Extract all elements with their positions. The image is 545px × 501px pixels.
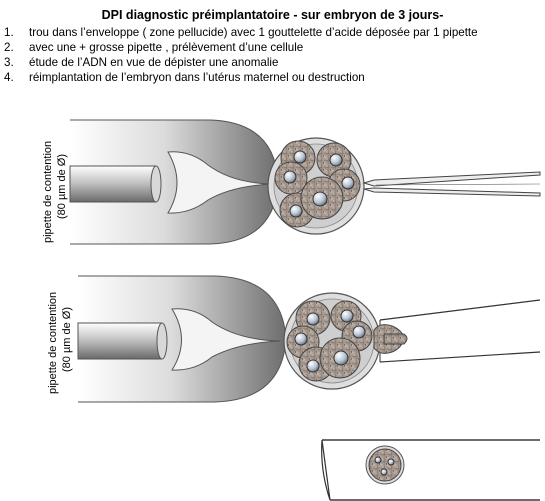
nucleus [283,170,297,184]
scene-step-2: pipette de contention (80 µm de Ø) [47,275,541,403]
nucleus [374,456,382,464]
holding-pipette-label: pipette de contention [47,292,59,394]
step-item: 1.trou dans l’enveloppe ( zone pellucide… [4,26,478,39]
nucleus [387,458,395,466]
transfer-pipette [321,439,540,501]
nucleus [380,468,388,476]
nucleus [293,150,307,164]
step-item: 3.étude de l’ADN en vue de dépister une … [4,56,279,69]
steps-list: 1.trou dans l’enveloppe ( zone pellucide… [4,25,478,85]
holding-pipette-rod [69,165,157,203]
nucleus [329,153,343,167]
nucleus [352,325,366,339]
nucleus [341,176,355,190]
embryo [283,292,381,390]
step-item: 4.réimplantation de l’embryon dans l’uté… [4,71,365,84]
blastomeres [286,300,373,382]
holding-pipette-diameter-label: (80 µm de Ø) [61,307,73,372]
nucleus [306,312,320,326]
nucleus [340,309,354,323]
holding-pipette-label: pipette de contention [42,141,54,243]
biopsy-pipette [373,299,541,363]
nucleus [312,191,328,207]
holding-pipette-diameter-label: (80 µm de Ø) [56,154,68,219]
holding-pipette-rod [77,322,163,360]
holding-pipette-lumen [167,151,273,214]
acid-micropipette [362,171,541,197]
nucleus [294,332,308,346]
nucleus [306,359,320,373]
step-item: 2.avec une + grosse pipette , prélèvemen… [4,41,304,54]
blastomeres [274,140,361,228]
holding-pipette-lumen [171,308,281,371]
diagram-title: DPI diagnostic préimplantatoire - sur em… [101,8,444,22]
scene-step-3 [321,439,540,501]
scene-step-1: pipette de contention (80 µm de Ø) [42,119,541,245]
nucleus [333,350,349,366]
nucleus [289,204,303,218]
embryo [267,137,365,235]
